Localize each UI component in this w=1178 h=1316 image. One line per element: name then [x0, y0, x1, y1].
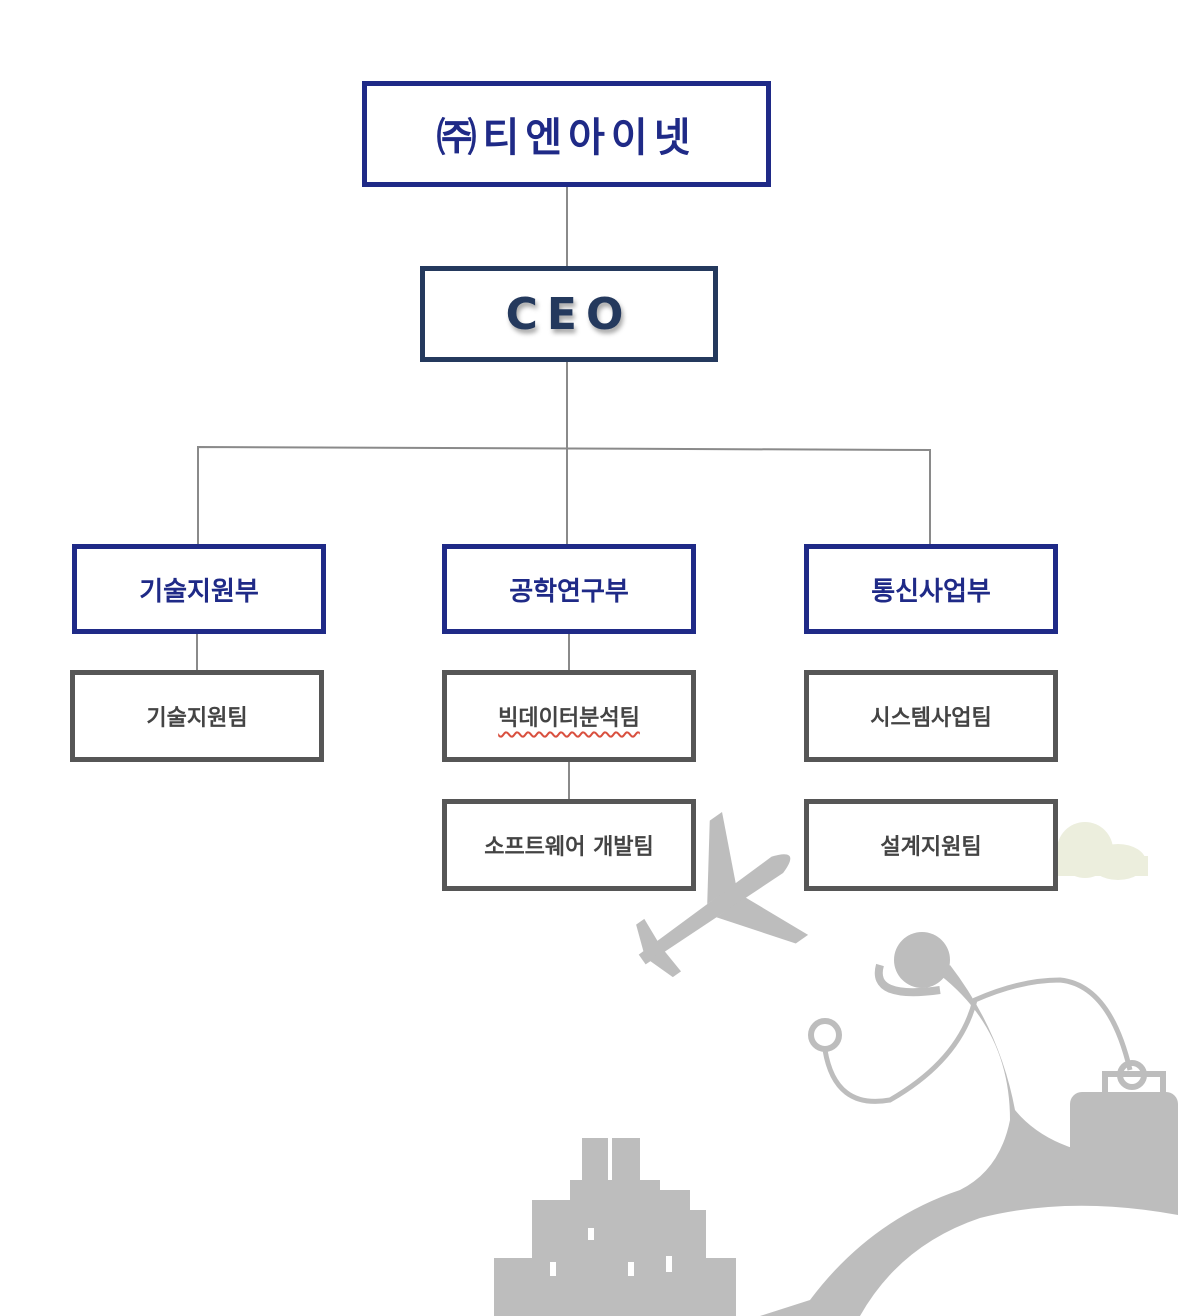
dept-box-telecom-business: 통신사업부 [804, 544, 1058, 634]
team-label: 기술지원팀 [146, 706, 248, 731]
team-label: 소프트웨어 개발팀 [484, 835, 654, 860]
traveler-figure [760, 932, 1178, 1316]
ceo-label: CEO [505, 288, 633, 340]
cloud-icon [1057, 822, 1148, 880]
connector-dept-branch [197, 445, 931, 545]
team-label: 시스템사업팀 [870, 706, 992, 731]
team-box-software-dev: 소프트웨어 개발팀 [442, 799, 696, 891]
team-label: 설계지원팀 [880, 835, 982, 860]
company-name: ㈜티엔아이넷 [436, 115, 697, 161]
airplane-icon [636, 812, 809, 978]
city-buildings [494, 1138, 736, 1316]
dept-label: 공학연구부 [509, 576, 629, 607]
team-box-system-business: 시스템사업팀 [804, 670, 1058, 762]
dept-label: 기술지원부 [139, 576, 259, 607]
team-box-bigdata: 빅데이터분석팀 [442, 670, 696, 762]
team-box-design-support: 설계지원팀 [804, 799, 1058, 891]
dept-label: 통신사업부 [871, 576, 991, 607]
company-box: ㈜티엔아이넷 [362, 81, 771, 187]
team-label: 빅데이터분석팀 [498, 706, 640, 731]
ceo-box: CEO [420, 266, 718, 362]
dept-box-tech-support: 기술지원부 [72, 544, 326, 634]
team-box-tech-support: 기술지원팀 [70, 670, 324, 762]
dept-box-engineering-research: 공학연구부 [442, 544, 696, 634]
